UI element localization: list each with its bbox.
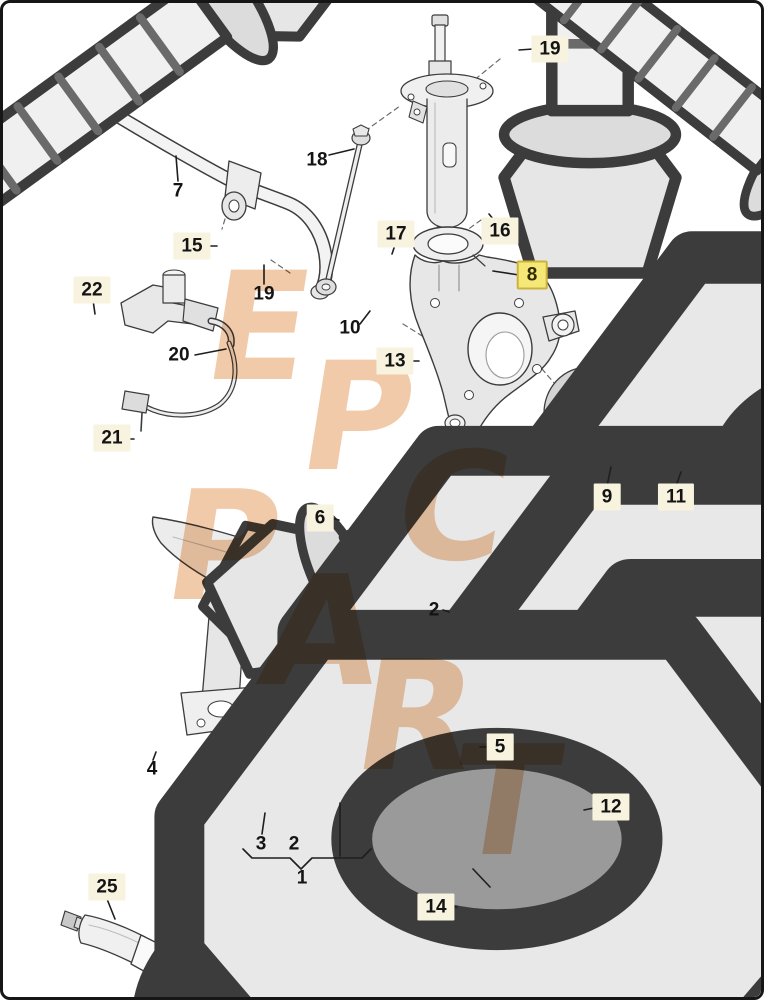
- part-label-25[interactable]: 25: [88, 873, 126, 901]
- strut-assembly: [400, 14, 494, 238]
- part-label-4[interactable]: 4: [146, 758, 158, 780]
- part-label-15[interactable]: 15: [173, 232, 211, 260]
- part-label-22[interactable]: 22: [73, 276, 111, 304]
- group-bracket-1: [242, 848, 372, 870]
- part-label-6[interactable]: 6: [306, 504, 334, 532]
- suspension-exploded-drawing: [3, 3, 761, 997]
- part-label-11[interactable]: 11: [657, 483, 695, 511]
- part-label-5[interactable]: 5: [486, 733, 514, 761]
- part-label-21[interactable]: 21: [93, 424, 131, 452]
- stabilizer-bar: [92, 98, 334, 300]
- part-label-9[interactable]: 9: [593, 483, 621, 511]
- part-label-7[interactable]: 7: [172, 180, 184, 202]
- steering-knuckle: [409, 226, 580, 437]
- part-label-12[interactable]: 12: [592, 793, 630, 821]
- part-label-8[interactable]: 8: [516, 260, 548, 290]
- level-sensor-assembly: [120, 269, 238, 432]
- part-label-2-bottom[interactable]: 2: [288, 833, 300, 855]
- part-label-14[interactable]: 14: [417, 893, 455, 921]
- part-label-19-left[interactable]: 19: [253, 283, 275, 305]
- part-label-2-middle[interactable]: 2: [428, 599, 440, 621]
- part-label-18[interactable]: 18: [306, 149, 328, 171]
- part-label-20[interactable]: 20: [168, 344, 190, 366]
- part-label-3[interactable]: 3: [255, 833, 267, 855]
- part-label-19-right[interactable]: 19: [531, 35, 569, 63]
- part-label-13[interactable]: 13: [376, 347, 414, 375]
- stabilizer-link: [315, 124, 371, 296]
- part-label-1[interactable]: 1: [296, 867, 308, 889]
- part-label-17[interactable]: 17: [377, 220, 415, 248]
- part-label-10[interactable]: 10: [339, 317, 361, 339]
- part-label-16[interactable]: 16: [481, 217, 519, 245]
